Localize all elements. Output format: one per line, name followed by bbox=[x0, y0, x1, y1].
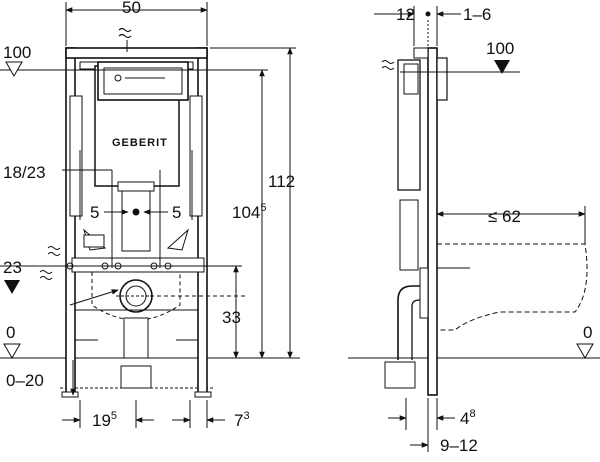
offset-right-label: 5 bbox=[172, 203, 181, 222]
side-level-floor-label: 0 bbox=[583, 323, 592, 342]
side-depth-label: 12 bbox=[396, 5, 415, 24]
connection-label: 18/23 bbox=[3, 163, 46, 182]
side-level-top-label: 100 bbox=[486, 39, 514, 58]
inner-height-label: 1045 bbox=[232, 202, 267, 222]
bottom-right-dimension: 73 bbox=[234, 410, 250, 430]
level-markers-front bbox=[3, 60, 594, 360]
side-bottom-b-dimension: 9–12 bbox=[440, 436, 478, 455]
width-dimension: 50 bbox=[122, 0, 141, 17]
wc-pan-outline bbox=[437, 243, 588, 331]
side-projection-label: ≤ 62 bbox=[488, 207, 521, 226]
bottom-left-dimension: 195 bbox=[92, 410, 117, 430]
side-view bbox=[348, 6, 600, 452]
side-wall-gap-label: 1–6 bbox=[463, 5, 491, 24]
brand-logo: GEBERIT bbox=[112, 137, 168, 149]
frame-side bbox=[427, 47, 438, 396]
offset-left-label: 5 bbox=[90, 203, 99, 222]
level-top-label: 100 bbox=[3, 43, 31, 62]
front-view bbox=[0, 2, 300, 428]
side-bottom-a-dimension: 48 bbox=[460, 408, 476, 428]
drain-height-label: 33 bbox=[222, 308, 241, 327]
level-mid-label: 23 bbox=[3, 258, 22, 277]
total-height-label: 112 bbox=[268, 172, 295, 191]
floor-range-label: 0–20 bbox=[6, 371, 44, 390]
level-floor-label: 0 bbox=[6, 323, 15, 342]
labels: GEBERIT 50 100 112 1045 18/23 5 5 23 33 … bbox=[3, 0, 592, 455]
waste-pipe-side bbox=[397, 285, 428, 360]
